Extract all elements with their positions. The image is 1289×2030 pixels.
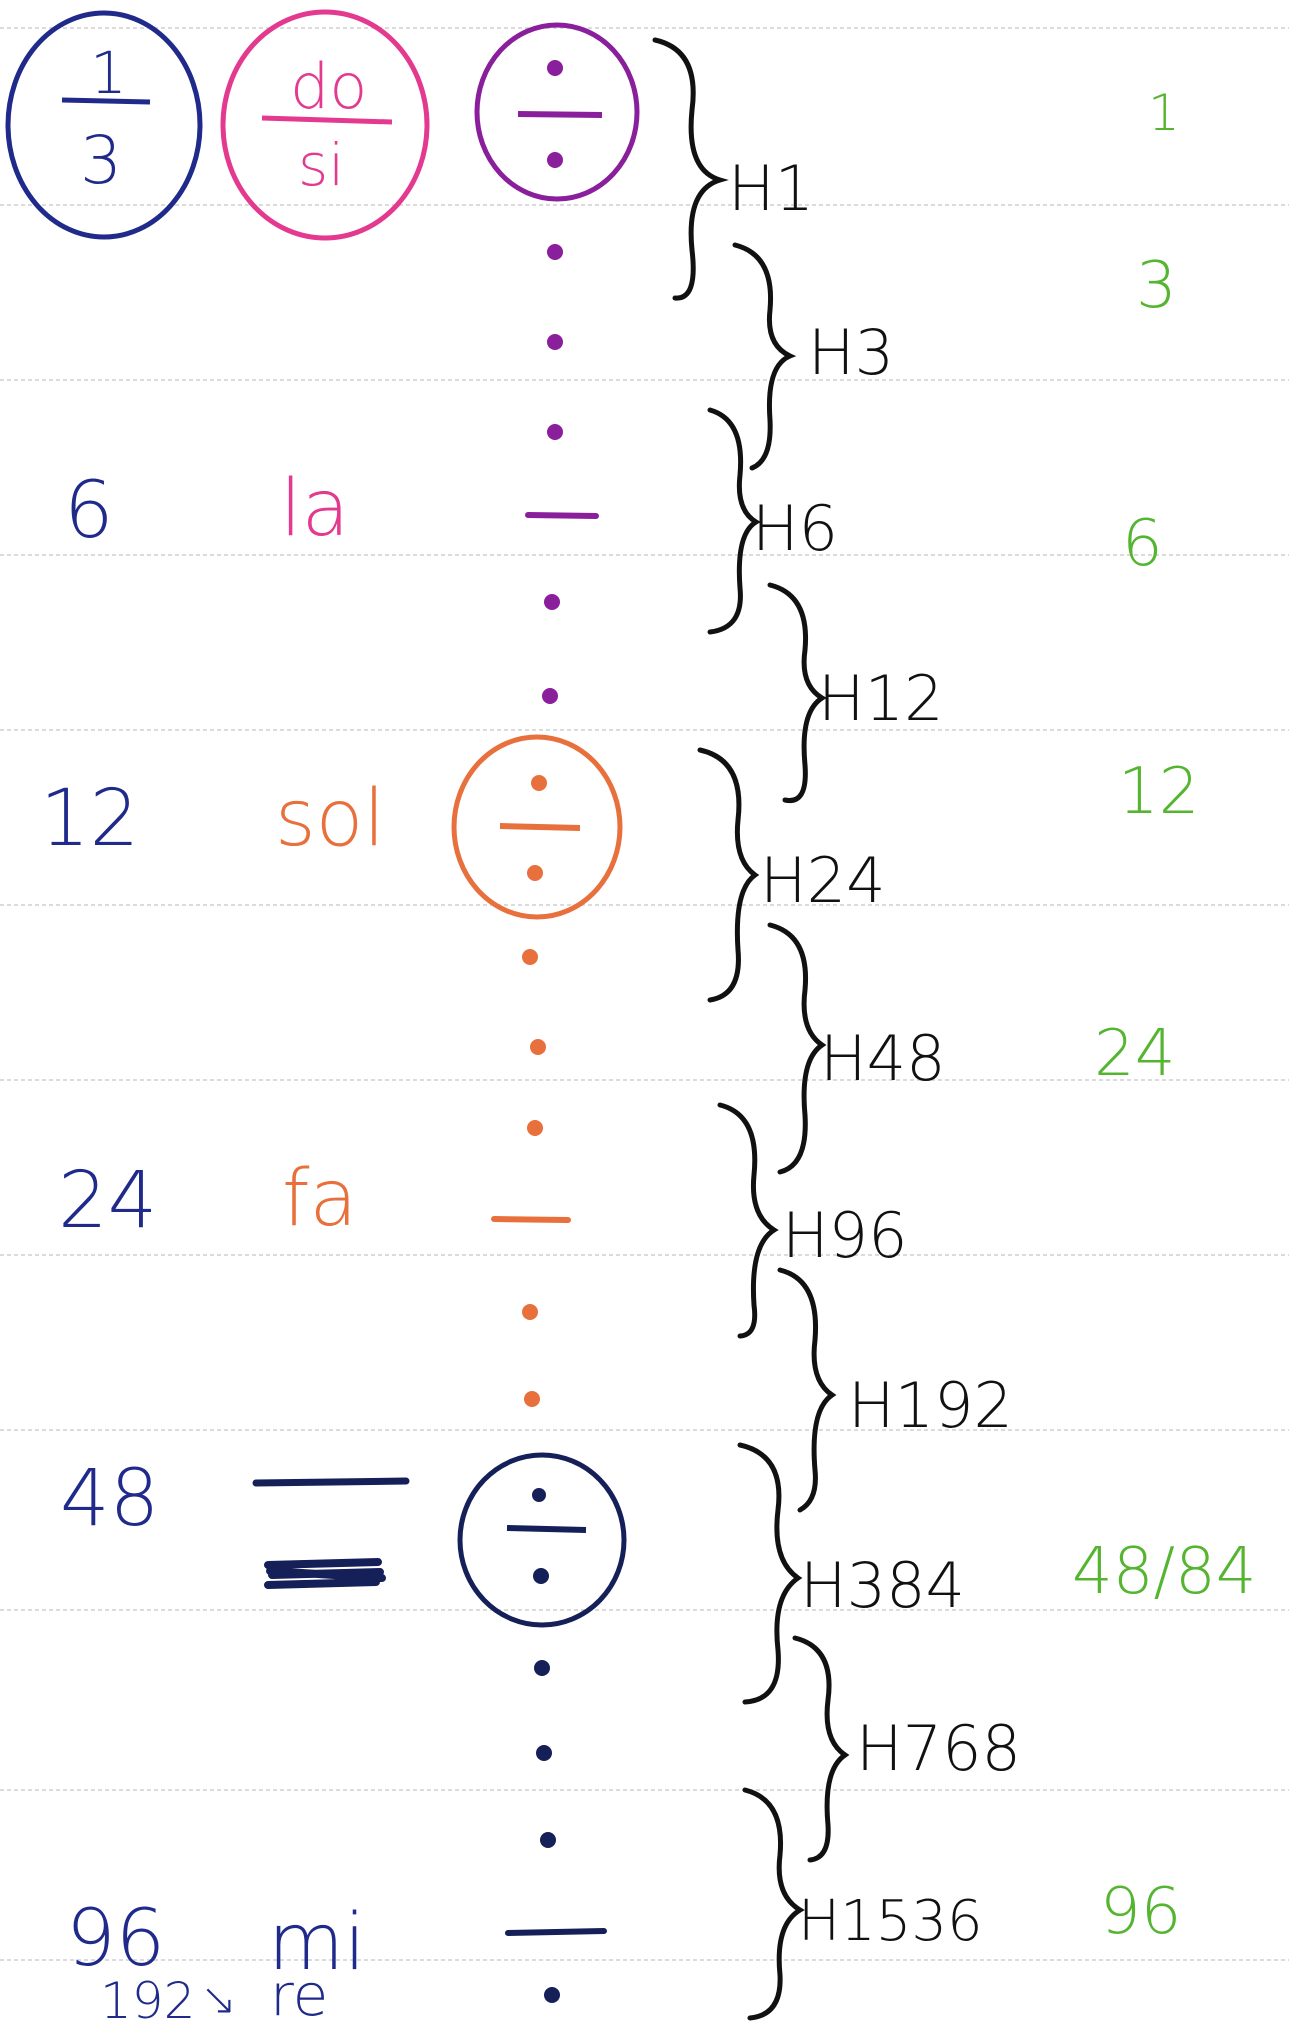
label-H96: H96: [782, 1199, 908, 1272]
ratio-bottom: 3: [80, 122, 122, 199]
orange-dot-bottom: [527, 865, 543, 881]
scale-step-bar: [491, 1216, 571, 1223]
solfege-bottom: si: [298, 131, 345, 199]
left-number-192: 192: [100, 1972, 196, 2030]
brace-H768: [792, 1635, 850, 1863]
right-number-12: 12: [1118, 755, 1200, 829]
brace-H12: [767, 582, 827, 804]
label-H48: H48: [820, 1022, 946, 1095]
brace-H6: [707, 407, 761, 635]
orange-fraction-bar: [499, 823, 581, 831]
scale-dot: [536, 1745, 552, 1761]
purple-fraction-bar: [517, 111, 603, 118]
scale-dot: [544, 594, 560, 610]
scale-dot: [547, 424, 563, 440]
navy-fraction-bar: [506, 1525, 587, 1533]
scribble-mark: [264, 1558, 386, 1589]
orange-circle-pair: [451, 734, 623, 920]
right-number-6: 6: [1122, 507, 1163, 581]
scale-dot: [542, 688, 558, 704]
solfege-top: do: [290, 50, 368, 123]
scale-dot: [534, 1660, 550, 1676]
label-H24: H24: [760, 844, 886, 917]
arrow-to-re: ↘: [200, 1974, 237, 2025]
brace-H384: [737, 1442, 803, 1705]
scale-dot: [540, 1832, 556, 1848]
label-H6: H6: [752, 492, 839, 565]
scale-dot: [524, 1391, 540, 1407]
brace-H1536: [742, 1787, 805, 2021]
solfege-mi: mi: [268, 1898, 366, 1988]
orange-dot-top: [531, 775, 547, 791]
scale-step-bar: [505, 1928, 607, 1936]
purple-dot-bottom: [547, 152, 563, 168]
brace-H48: [767, 922, 827, 1175]
label-H1: H1: [728, 152, 815, 225]
brace-H3: [732, 242, 797, 471]
scale-dot: [522, 949, 538, 965]
scale-dot: [527, 1120, 543, 1136]
right-number-24: 24: [1094, 1017, 1176, 1091]
solfege-sol: sol: [275, 774, 386, 864]
right-number-1: 1: [1148, 84, 1180, 142]
navy-circle-pair: [457, 1452, 627, 1628]
navy-dot-top: [532, 1488, 546, 1502]
scale-step-bar: [525, 512, 599, 519]
solfege-circle: [220, 9, 430, 241]
ratio-top: 1: [90, 39, 127, 107]
navy-bar-line: [252, 1477, 410, 1487]
navy-dot-bottom: [533, 1568, 549, 1584]
right-number-48-84: 48/84: [1072, 1535, 1257, 1609]
purple-circle-pair: [474, 22, 640, 202]
left-number-96: 96: [66, 1894, 166, 1984]
label-H3: H3: [808, 316, 895, 389]
brace-H192: [777, 1267, 837, 1513]
solfege-fraction-bar: [261, 115, 393, 125]
label-H1536: H1536: [798, 1889, 983, 1954]
right-number-3: 3: [1136, 249, 1177, 323]
label-H192: H192: [848, 1369, 1013, 1442]
brace-H24: [697, 747, 760, 1003]
purple-dot-top: [547, 60, 563, 76]
scale-dot: [544, 1987, 560, 2003]
left-number-12: 12: [40, 774, 140, 864]
scale-dot: [547, 244, 563, 260]
solfege-re: re: [270, 1961, 329, 2029]
left-number-6: 6: [64, 466, 114, 556]
ratio-fraction-bar: [61, 97, 151, 105]
left-number-24: 24: [58, 1156, 158, 1246]
right-number-96: 96: [1100, 1875, 1182, 1949]
scale-dot: [522, 1304, 538, 1320]
scale-dot: [547, 334, 563, 350]
ratio-circle: [5, 10, 203, 240]
solfege-la: la: [280, 464, 350, 554]
label-H384: H384: [800, 1549, 965, 1622]
left-number-48: 48: [60, 1454, 160, 1544]
brace-H1: [652, 37, 729, 301]
brace-H96: [717, 1102, 779, 1339]
label-H768: H768: [856, 1712, 1021, 1785]
scale-dot: [530, 1039, 546, 1055]
label-H12: H12: [818, 662, 944, 735]
solfege-fa: fa: [282, 1154, 358, 1244]
